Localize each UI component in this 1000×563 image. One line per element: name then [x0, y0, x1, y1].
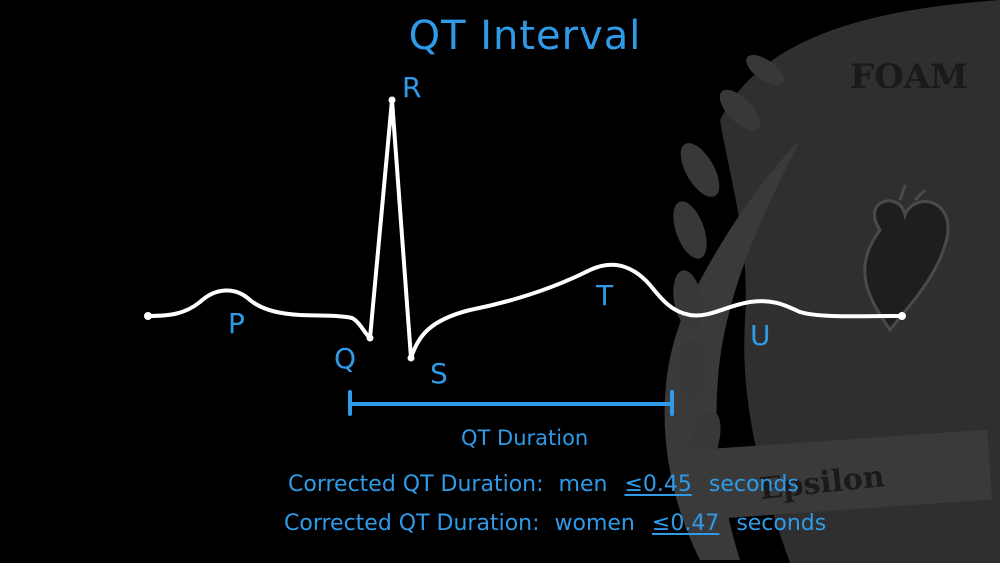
ecg-waveform: [146, 98, 904, 360]
watermark-foam-text: FOAM: [850, 57, 968, 97]
qt-duration-label: QT Duration: [461, 426, 589, 450]
label-r-wave: R: [402, 71, 422, 104]
corrected-women-group: women: [554, 511, 635, 536]
corrected-women-prefix: Corrected QT Duration:: [284, 511, 540, 536]
r-point-dot: [388, 96, 396, 104]
q-point-dot: [366, 334, 374, 342]
trace-start-dot: [144, 312, 152, 320]
corrected-men-value: ≤0.45: [624, 472, 692, 497]
heart-icon: [863, 184, 950, 333]
page-title: QT Interval: [408, 13, 642, 59]
s-point-dot: [407, 354, 415, 362]
corrected-women-unit: seconds: [736, 511, 827, 536]
foam-crest-watermark: FOAM Epsilon: [664, 0, 1000, 563]
trace-end-dot: [898, 312, 906, 320]
label-s-wave: S: [430, 357, 448, 390]
corrected-men-group: men: [558, 472, 608, 497]
qt-duration-bracket: [348, 390, 674, 416]
label-u-wave: U: [750, 319, 771, 352]
crest-shield: [720, 0, 1000, 563]
corrected-men-unit: seconds: [708, 472, 799, 497]
label-p-wave: P: [228, 307, 245, 340]
label-t-wave: T: [596, 279, 614, 312]
corrected-men-prefix: Corrected QT Duration:: [288, 472, 544, 497]
corrected-women-value: ≤0.47: [651, 511, 720, 536]
corrected-qt-men: Corrected QT Duration: men ≤0.45 seconds: [288, 474, 799, 496]
ribbon: [687, 429, 993, 521]
corrected-qt-women: Corrected QT Duration: women ≤0.47 secon…: [284, 513, 826, 535]
label-q-wave: Q: [334, 342, 357, 375]
